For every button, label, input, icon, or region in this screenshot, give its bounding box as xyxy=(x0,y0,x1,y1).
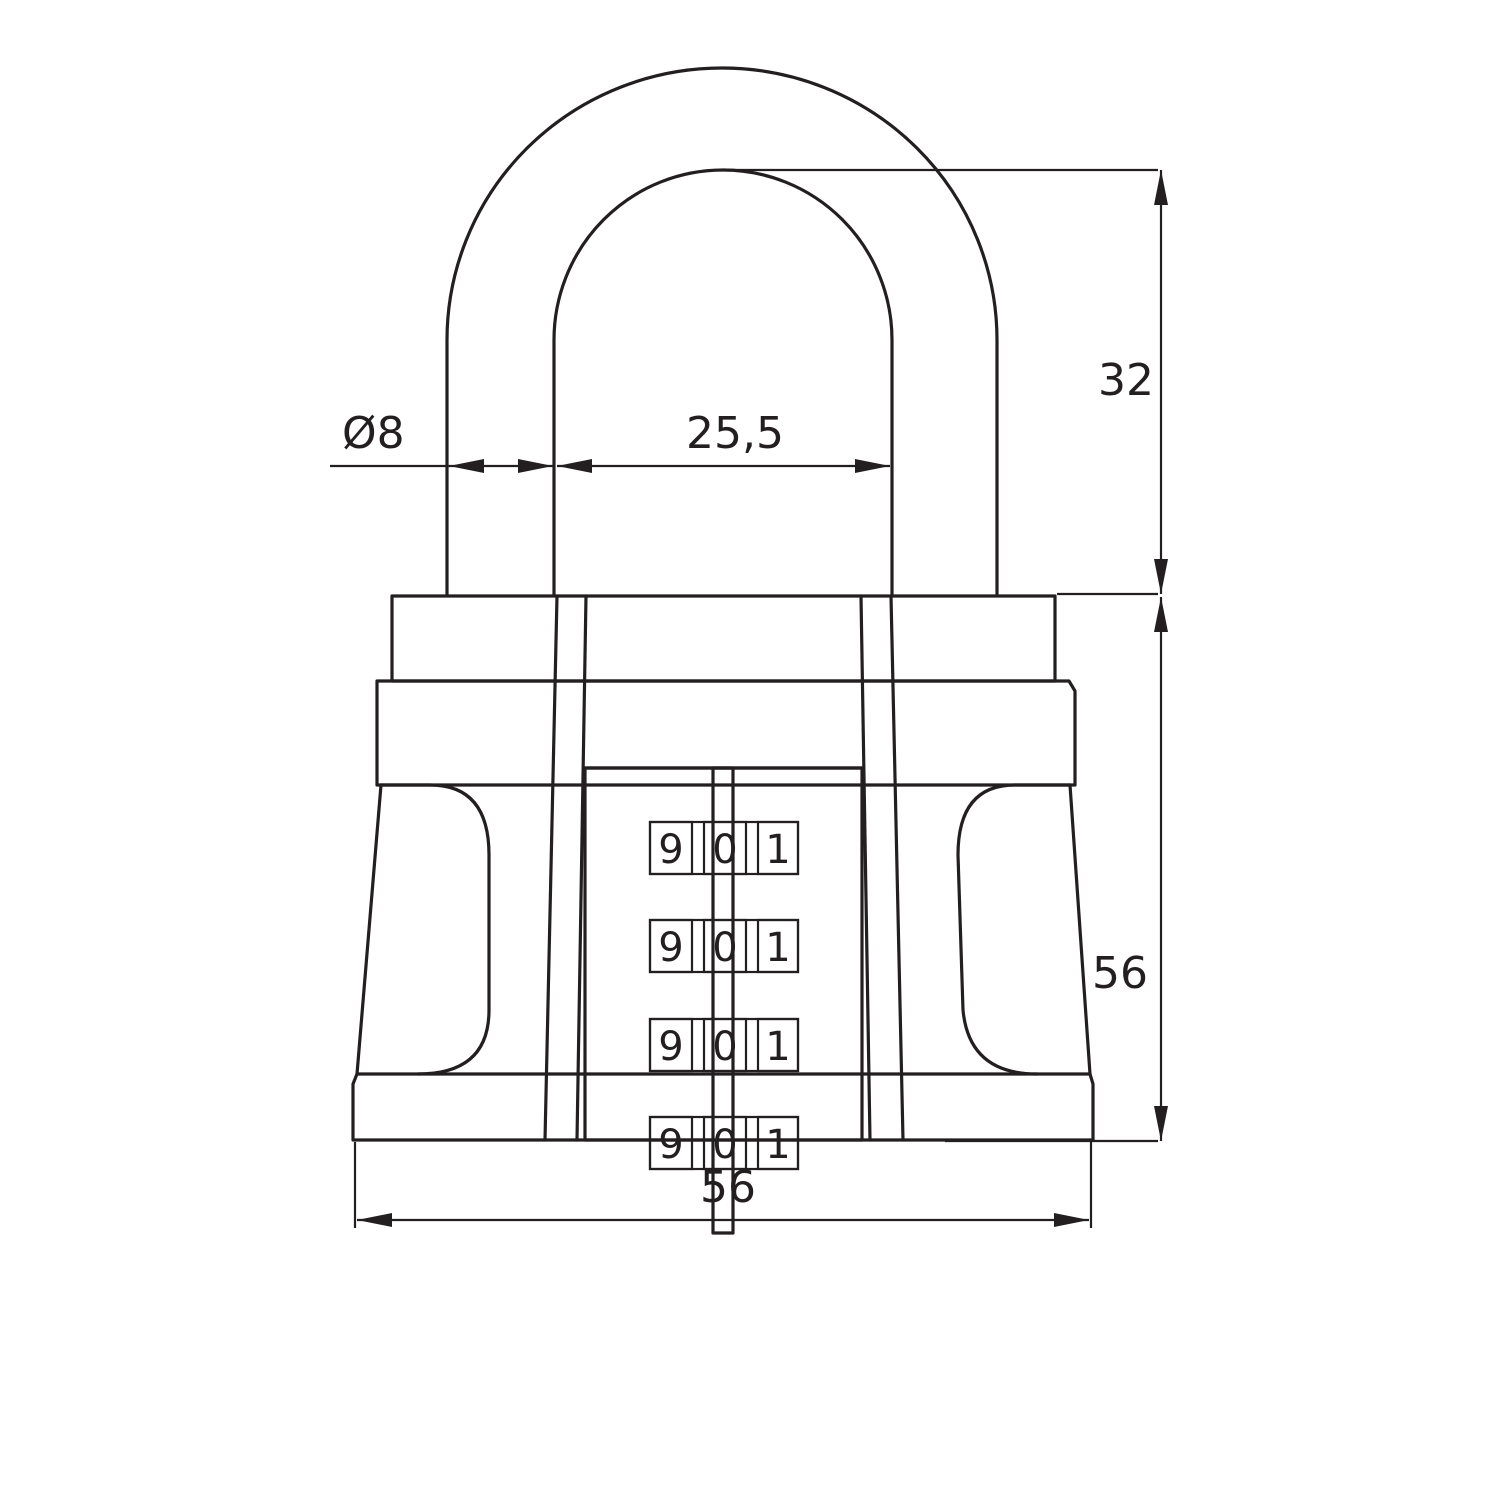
wheel-digit: 0 xyxy=(712,925,737,971)
diameter-arrow-left xyxy=(449,459,484,473)
wheel-digit-cell xyxy=(648,918,694,974)
upper-band xyxy=(375,679,1077,787)
wheel-digit: 0 xyxy=(712,827,737,873)
wheel-digit: 1 xyxy=(765,827,790,873)
left-grip-recess xyxy=(379,783,491,1076)
right-vertical-channel xyxy=(859,594,905,1142)
lock-body xyxy=(351,594,1095,1235)
body-width-arrow-right xyxy=(1054,1213,1089,1227)
wheel-axle xyxy=(711,766,735,1235)
body-height-arrow-bottom xyxy=(1154,1106,1168,1141)
wheel-digit-cell xyxy=(756,918,800,974)
body-width-arrow-left xyxy=(357,1213,392,1227)
body-width-label: 56 xyxy=(700,1162,756,1213)
body-height-label: 56 xyxy=(1092,948,1148,999)
wheel-digit: 1 xyxy=(765,1122,790,1168)
wheel-digit-cell xyxy=(702,820,748,876)
wheel-digit-cell xyxy=(648,1115,694,1171)
inner-width-arrow-left xyxy=(557,459,592,473)
inner-width-label: 25,5 xyxy=(686,408,784,459)
wheel-digit-cell xyxy=(756,820,800,876)
wheel-digit: 9 xyxy=(658,925,683,971)
shackle-outer-outline xyxy=(445,66,999,596)
shackle-inner-outline xyxy=(552,168,894,596)
wheel-digit: 1 xyxy=(765,925,790,971)
body-height-arrow-top xyxy=(1154,597,1168,632)
wheel-digit-cell xyxy=(756,1017,800,1073)
wheel-digit: 0 xyxy=(712,1122,737,1168)
wheel-digit: 9 xyxy=(658,1122,683,1168)
body-side-left xyxy=(355,783,383,1076)
wheel-digit-cell xyxy=(702,1017,748,1073)
shackle xyxy=(445,66,999,596)
shackle-height-arrow-top xyxy=(1154,170,1168,205)
wheel-digit: 9 xyxy=(658,1024,683,1070)
shackle-height-label: 32 xyxy=(1098,355,1154,406)
wheel-digit: 0 xyxy=(712,1024,737,1070)
diameter-arrow-right xyxy=(518,459,553,473)
shackle-height-arrow-bottom xyxy=(1154,559,1168,594)
wheel-digit-cell xyxy=(756,1115,800,1171)
left-vertical-channel xyxy=(543,594,588,1142)
wheel-digit-cell xyxy=(702,1115,748,1171)
diameter-label: Ø8 xyxy=(342,408,405,459)
wheel-digit: 9 xyxy=(658,827,683,873)
top-cap xyxy=(390,594,1057,683)
wheel-digit-cell xyxy=(702,918,748,974)
body-side-right xyxy=(1068,783,1092,1076)
right-grip-recess xyxy=(956,783,1072,1076)
wheel-digit-cell xyxy=(648,820,694,876)
wheel-digit: 1 xyxy=(765,1024,790,1070)
dimension-lines: Ø8 25,5 32 56 56 xyxy=(330,168,1168,1228)
wheel-digit-cell xyxy=(648,1017,694,1073)
inner-width-arrow-right xyxy=(855,459,890,473)
